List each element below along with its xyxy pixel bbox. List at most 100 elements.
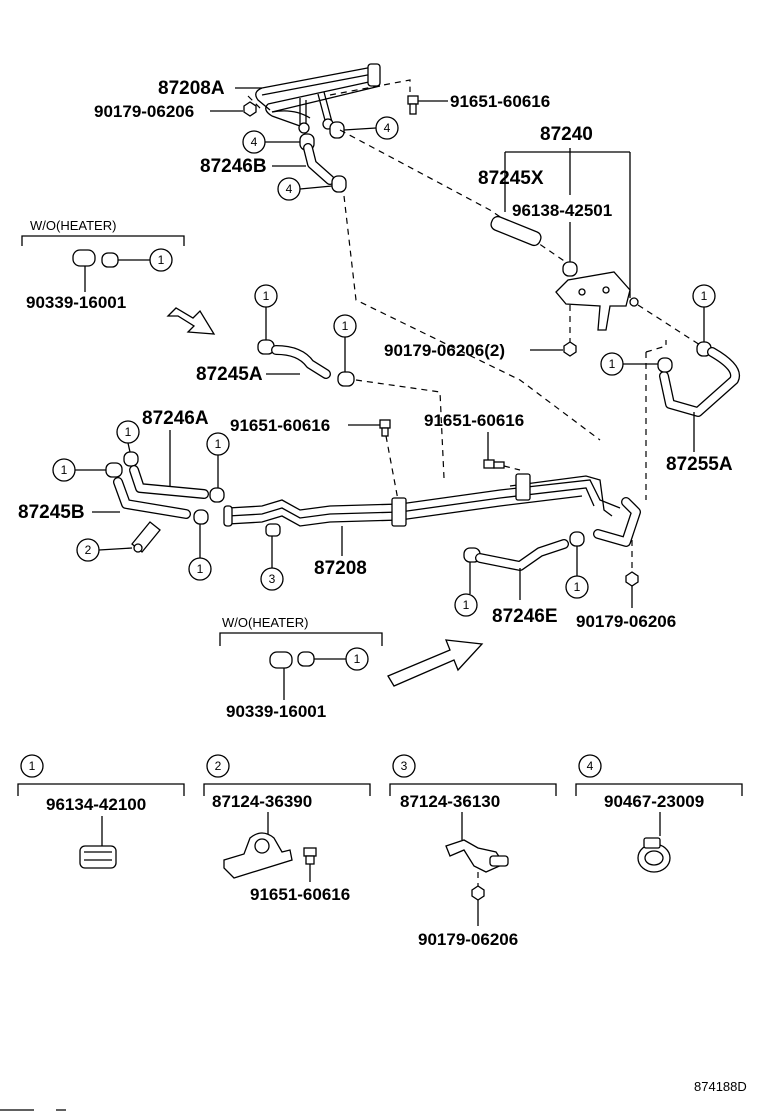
note-wo-heater-2: W/O(HEATER) [222,615,308,630]
svg-text:4: 4 [251,135,258,149]
label-87245b: 87245B [18,502,85,523]
svg-text:1: 1 [354,652,361,666]
hose-87245a [271,345,331,379]
label-90339-16001-top: 90339-16001 [26,293,126,312]
callout-3-main [260,567,284,591]
clamp-icon [193,509,209,525]
label-87246b: 87246B [200,156,267,177]
clamp-icon [569,531,585,547]
label-90179-06206-qty2: 90179-06206(2) [384,341,505,360]
label-91651-60616-mid-a: 91651-60616 [230,416,330,435]
label-87245a: 87245A [196,364,263,385]
diagram-id: 874188D [694,1079,747,1094]
svg-text:1: 1 [197,562,204,576]
plug-icon [269,651,293,669]
label-90467-23009: 90467-23009 [604,792,704,811]
label-87240: 87240 [540,124,593,145]
clamp-icon [297,651,315,667]
clamp-icon [209,487,225,503]
clamp-icon [337,371,355,387]
svg-text:1: 1 [463,598,470,612]
bolt-icon [379,419,391,437]
bolt-icon [407,95,419,115]
hose-87208-outlet [593,497,641,547]
svg-text:1: 1 [701,289,708,303]
clamp-icon [331,175,347,193]
arrow-icon [387,639,484,687]
hose-87245b [113,477,191,519]
bracket-icon [131,521,161,553]
label-91651-60616-legend: 91651-60616 [250,885,350,904]
nut-icon [471,885,485,901]
callout-1-87246e-a [454,593,478,617]
hose-87246e [475,539,569,571]
callout-1-heater-1 [149,248,173,272]
label-87208: 87208 [314,558,367,579]
clamp-icon [657,357,673,373]
arrow-icon [166,307,216,335]
label-87208a: 87208A [158,78,225,99]
label-90339-16001-lower: 90339-16001 [226,702,326,721]
hose-87246b [303,143,335,185]
svg-text:4: 4 [587,759,594,773]
pipe-assembly-87208a [255,63,381,134]
svg-text:1: 1 [29,759,36,773]
clamp-icon [79,845,117,869]
svg-text:4: 4 [384,121,391,135]
svg-text:2: 2 [85,543,92,557]
clamp-icon [265,523,281,537]
callout-1-87246e-b [565,575,589,599]
bolt-icon [483,459,505,469]
svg-text:1: 1 [609,357,616,371]
plug-icon [72,249,96,267]
label-90179-06206-top: 90179-06206 [94,102,194,121]
bracket-icon [555,271,631,331]
nut-icon [243,101,257,117]
svg-text:4: 4 [286,182,293,196]
svg-text:1: 1 [61,463,68,477]
svg-text:1: 1 [342,319,349,333]
nut-icon [625,571,639,587]
svg-text:1: 1 [263,289,270,303]
label-90179-06206-lower: 90179-06206 [576,612,676,631]
label-90179-06206-legend: 90179-06206 [418,930,518,949]
clamp-icon [562,261,578,277]
svg-text:3: 3 [401,759,408,773]
clamp-icon [123,451,139,467]
label-96138-42501: 96138-42501 [512,201,612,220]
legend-item-2: 2 87124-36390 91651-60616 [203,754,371,904]
hose-87246a [129,465,209,499]
bracket-icon [445,839,509,873]
bracket-icon [223,832,293,879]
legend-item-3: 3 87124-36130 90179-06206 [389,754,557,949]
label-87124-36390: 87124-36390 [212,792,312,811]
svg-text:1: 1 [158,253,165,267]
svg-text:1: 1 [574,580,581,594]
label-91651-60616-mid-b: 91651-60616 [424,411,524,430]
clamp-icon [329,121,345,139]
hose-87255a [659,347,740,417]
label-87245x: 87245X [478,168,544,189]
label-87255a: 87255A [666,454,733,475]
note-wo-heater-1: W/O(HEATER) [30,218,116,233]
clamp-icon [105,462,123,478]
callout-1-87245b-b [188,557,212,581]
svg-text:2: 2 [215,759,222,773]
plug-icon [490,215,542,247]
label-91651-60616-top: 91651-60616 [450,92,550,111]
nut-icon [563,341,577,357]
main-pipe-87208 [223,473,621,527]
clamp-icon [101,252,119,268]
label-87124-36130: 87124-36130 [400,792,500,811]
label-87246a: 87246A [142,408,209,429]
svg-text:1: 1 [125,425,132,439]
legend-item-4: 4 90467-23009 [575,754,743,873]
clamp-icon [637,837,671,873]
svg-text:3: 3 [269,572,276,586]
callout-1-heater-2 [345,647,369,671]
label-87246e: 87246E [492,606,558,627]
svg-text:1: 1 [215,437,222,451]
label-96134-42100: 96134-42100 [46,795,146,814]
legend-item-1: 1 96134-42100 [17,754,185,869]
